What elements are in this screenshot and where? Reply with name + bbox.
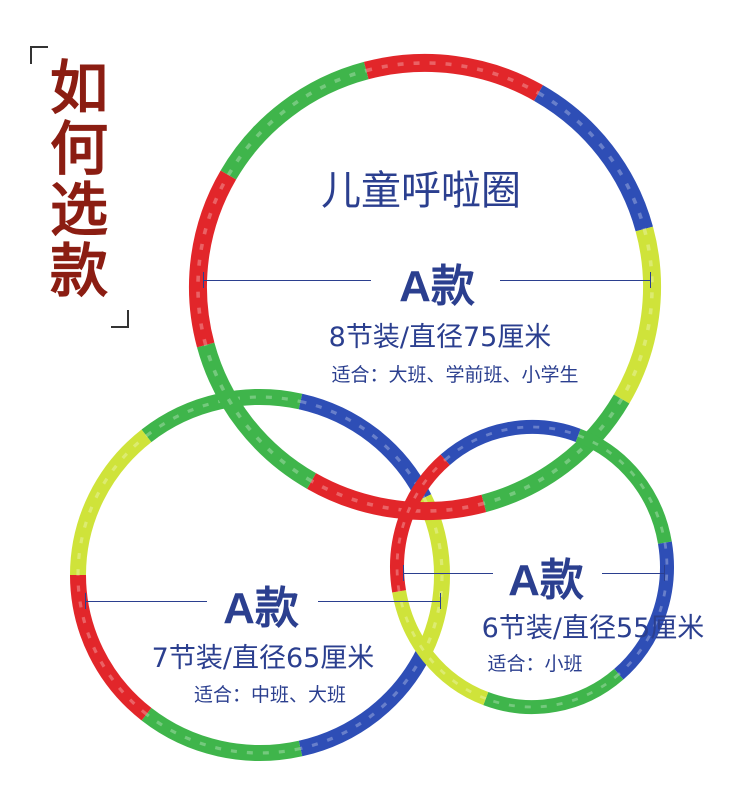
title-bracket-bottom-right [111, 310, 129, 328]
small-model-label: A款 [508, 556, 584, 605]
medium-hoop-ridge [76, 434, 148, 576]
medium-hoop-ridge [145, 712, 301, 755]
small-hoop-segment [392, 590, 489, 706]
small-hoop-segment [483, 668, 624, 715]
vertical-title: 如 何 选 款 [44, 58, 114, 302]
large-diameter-line-left [203, 280, 371, 281]
small-hoop-ridge [444, 425, 579, 461]
large-spec: 8节装/直径75厘米 [328, 322, 552, 353]
small-hoop-segment [614, 541, 674, 680]
title-bracket-top-left [30, 46, 48, 64]
large-hoop-ridge [537, 91, 647, 230]
medium-hoop-ridge [76, 574, 148, 716]
medium-hoop-segment [141, 707, 303, 761]
medium-hoop-segment [70, 574, 152, 721]
small-diameter-line-left [403, 573, 493, 574]
small-hoop-ridge [485, 673, 620, 709]
large-hoop-segment [533, 85, 653, 232]
large-hoop-ridge [365, 61, 540, 95]
medium-hoop-ridge [300, 651, 426, 751]
small-hoop-ridge [577, 434, 667, 543]
medium-suitable: 适合：中班、大班 [193, 684, 346, 706]
medium-hoop-segment [416, 494, 450, 656]
small-diameter-tick-left [403, 565, 404, 581]
large-hoop-ridge [620, 228, 654, 400]
medium-hoop-segment [70, 429, 152, 576]
large-diameter-line-right [500, 280, 650, 281]
large-model-label: A款 [399, 262, 475, 311]
medium-hoop-segment [298, 393, 432, 502]
large-hoop-ridge [226, 68, 367, 176]
large-hoop-ridge [203, 344, 313, 483]
medium-hoop-segment [298, 648, 432, 757]
large-hoop-ridge [310, 479, 485, 513]
title-char-3: 选 [49, 176, 108, 244]
small-suitable: 适合：小班 [487, 653, 583, 675]
small-diameter-tick-right [664, 565, 665, 581]
medium-diameter-tick-right [440, 593, 441, 609]
medium-diameter-line-right [318, 601, 440, 602]
title-char-1: 如 [49, 54, 108, 122]
small-hoop-segment [390, 454, 450, 593]
large-hoop-segment [363, 53, 543, 101]
medium-diameter-line-left [85, 601, 207, 602]
product-name: 儿童呼啦圈 [321, 168, 521, 214]
large-hoop-segment [220, 61, 369, 180]
large-hoop-ridge [196, 174, 230, 346]
large-suitable: 适合：大班、学前班、小学生 [331, 364, 579, 386]
large-hoop-segment [481, 394, 630, 513]
large-diameter-tick-right [650, 272, 651, 288]
small-hoop-segment [575, 428, 672, 544]
large-diameter-tick-left [203, 272, 204, 288]
title-char-2: 何 [49, 115, 108, 183]
medium-spec: 7节装/直径65厘米 [151, 643, 375, 674]
large-hoop-segment [613, 226, 662, 404]
small-diameter-line-right [602, 573, 664, 574]
medium-hoop [70, 389, 450, 761]
medium-diameter-tick-left [85, 593, 86, 609]
small-hoop-ridge [395, 458, 447, 592]
large-hoop [188, 53, 662, 521]
large-hoop-segment [307, 473, 487, 521]
small-spec: 6节装/直径55厘米 [481, 613, 705, 644]
medium-model-label: A款 [223, 584, 299, 633]
large-hoop-ridge [483, 398, 624, 506]
title-char-4: 款 [49, 237, 108, 305]
large-hoop-segment [197, 342, 317, 489]
small-hoop-segment [440, 419, 581, 466]
small-hoop-ridge [397, 591, 487, 700]
medium-hoop-ridge [300, 399, 426, 499]
large-hoop-segment [188, 170, 237, 348]
small-hoop-ridge [617, 542, 669, 676]
small-hoop [390, 419, 674, 715]
